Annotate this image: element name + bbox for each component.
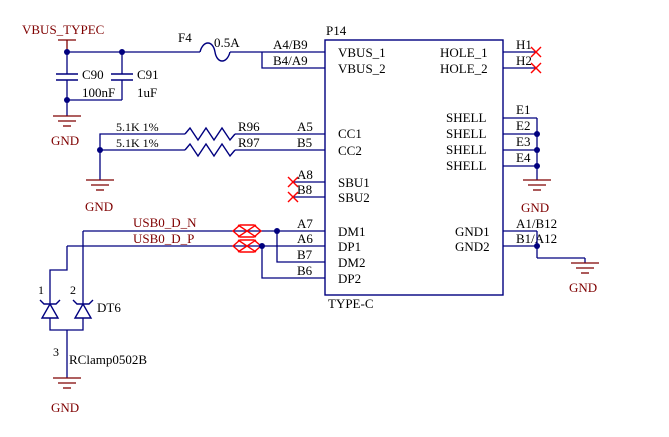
capacitor-c91: C91 1uF [111,52,159,100]
fuse-ref: F4 [178,30,192,45]
gnd-label: GND [51,400,79,415]
resistor-r96: 5.1K 1% R96 [113,119,325,142]
pin-name: SHELL [446,158,487,173]
gnd-pins-net [503,230,586,263]
gnd-symbol-shell: GND [521,179,551,215]
no-connect-hole1 [530,46,542,58]
pin-name: SBU2 [338,190,370,205]
pin-name: SBU1 [338,175,370,190]
connector-type: TYPE-C [328,296,374,311]
pin-number: A8 [297,167,313,182]
pin-number: E4 [516,150,531,165]
connector-body [324,39,504,296]
pin-name: HOLE_1 [440,45,488,60]
pin-number: E1 [516,102,530,117]
c91-ref: C91 [137,67,159,82]
no-connect-sbu2 [287,191,299,203]
usb-dn-net-label: USB0_D_N [133,215,197,230]
pin-name: SHELL [446,142,487,157]
gnd-symbol-connector: GND [569,262,599,295]
fuse-f4: F4 0.5A [178,30,240,62]
resistor-r97: 5.1K 1% R97 [100,135,325,158]
pin-number: A1/B12 [516,216,557,231]
pin-number: E2 [516,118,530,133]
pin-name: SHELL [446,110,487,125]
gnd-label: GND [85,199,113,214]
pin-name: HOLE_2 [440,61,488,76]
junction-dot [97,147,103,153]
pin-name: DP2 [338,271,361,286]
pin-number: A7 [297,216,313,231]
pin-name: DP1 [338,239,361,254]
vbus-net-label: VBUS_TYPEC [22,22,104,37]
tvs-ref: DT6 [97,300,121,315]
gnd-symbol-tvs: GND [51,377,81,415]
no-connect-hole2 [530,62,542,74]
c90-ref: C90 [82,67,104,82]
pin-number: H2 [516,53,532,68]
capacitor-c90: C90 100nF [56,52,115,100]
pin-name: CC1 [338,126,362,141]
dm2-wire [276,231,325,263]
tvs-pin2: 2 [70,283,76,297]
tvs-diode-dt6: 1 2 DT6 3 RClamp0502B [38,231,147,378]
pin-name: CC2 [338,143,362,158]
junction-dot [259,243,265,249]
diff-pair-marker-dn [231,224,263,238]
vbus2-wire [261,52,325,69]
junction-dot [274,228,280,234]
dp2-wire [261,246,325,279]
pin-name: VBUS_1 [338,45,386,60]
tvs-pin1: 1 [38,283,44,297]
r97-value: 5.1K 1% [116,136,159,150]
c91-value: 1uF [137,85,157,100]
connector-p14: P14 TYPE-C A4/B9 B4/A9 A5 B5 A8 B8 A7 A6… [273,23,557,311]
pin-name: GND1 [455,224,490,239]
cc-gnd-wire [99,133,113,180]
pin-number: A4/B9 [273,37,308,52]
gnd-label: GND [569,280,597,295]
tvs-part: RClamp0502B [69,352,147,367]
c90-value: 100nF [82,85,115,100]
connector-ref: P14 [326,23,347,38]
usb-dp-net-label: USB0_D_P [133,231,194,246]
pin-number: A6 [297,231,313,246]
gnd-symbol-caps: GND [51,115,81,148]
pin-number: B8 [297,182,312,197]
gnd-label: GND [521,200,549,215]
r96-value: 5.1K 1% [116,120,159,134]
fuse-value: 0.5A [214,35,240,50]
gnd-symbol-cc: GND [85,179,114,214]
pin-number: B4/A9 [273,53,308,68]
shell-ground-net [503,117,540,180]
vbus-power-flag: VBUS_TYPEC [22,22,104,52]
pin-name: VBUS_2 [338,61,386,76]
gnd-label: GND [51,133,79,148]
pin-name: SHELL [446,126,487,141]
r97-ref: R97 [238,135,260,150]
pin-name: DM2 [338,255,365,270]
pin-number: H1 [516,37,532,52]
pin-number: B5 [297,135,312,150]
r96-ref: R96 [238,119,260,134]
fuse-symbol [199,42,231,62]
pin-number: B6 [297,263,313,278]
pin-number: B7 [297,247,313,262]
pin-number: A5 [297,119,313,134]
tvs-pin3: 3 [53,345,59,359]
pin-name: DM1 [338,224,365,239]
pin-number: E3 [516,134,530,149]
pin-name: GND2 [455,239,490,254]
no-connect-sbu1 [287,176,299,188]
